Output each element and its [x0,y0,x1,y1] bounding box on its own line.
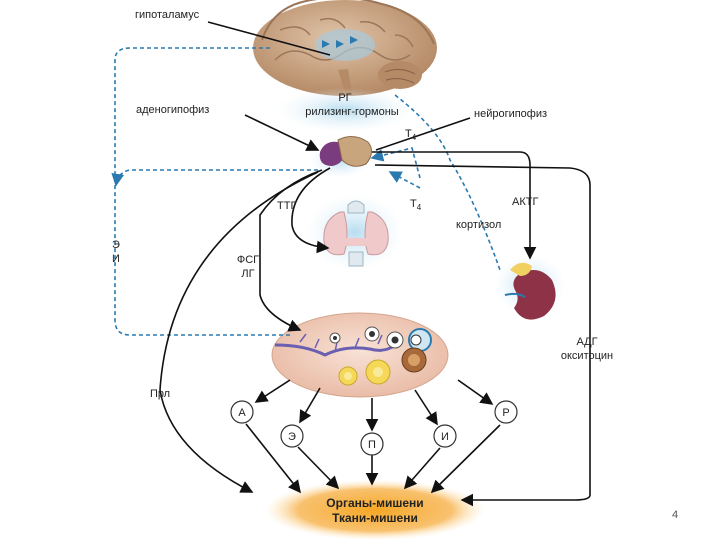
label-t4-top: T4 [405,128,417,142]
label-i-left: И [112,253,120,265]
hormone-circle-a: А [230,400,254,424]
label-oxytocin: окситоцин [561,350,613,362]
label-e: Э [112,239,120,251]
page-number: 4 [672,509,678,521]
label-lg: ЛГ [241,268,254,280]
label-target-organs: Органы-мишени [326,496,423,510]
label-neurohypophysis: нейрогипофиз [474,108,547,120]
hormone-circle-r: Р [494,400,518,424]
label-ttg: ТТГ [277,200,296,212]
label-actg: АКТГ [512,196,538,208]
svg-text:И: И [441,431,449,443]
label-t4-right: T4 [410,198,422,212]
label-prl: Прл [150,388,170,400]
thyroid-illustration [307,194,403,270]
hormone-circle-i: И [433,424,457,448]
hormone-arrows [159,21,591,507]
hormone-circle-e: Э [280,424,304,448]
svg-text:П: П [368,439,376,451]
label-target-tissues: Ткани-мишени [332,511,418,525]
label-fsg: ФСГ [237,254,259,266]
hormone-circle-p: П [360,432,384,456]
feedback-lines [111,47,501,336]
label-hypothalamus: гипоталамус [135,9,200,21]
svg-text:Э: Э [288,431,296,443]
hormone-circles: А Э П И Р [230,400,518,456]
brain-illustration [253,0,437,96]
svg-text:Р: Р [502,407,509,419]
target-glow [265,480,485,540]
svg-text:А: А [238,407,246,419]
label-cortisol: кортизол [456,219,501,231]
label-adenohypophysis: аденогипофиз [136,104,209,116]
label-rg: РГ [338,92,351,104]
label-adg: АДГ [576,336,597,348]
ovary-illustration [271,312,449,398]
label-releasing-hormones: рилизинг-гормоны [305,106,399,118]
pituitary-illustration [277,88,413,178]
kidney-illustration [494,255,566,320]
